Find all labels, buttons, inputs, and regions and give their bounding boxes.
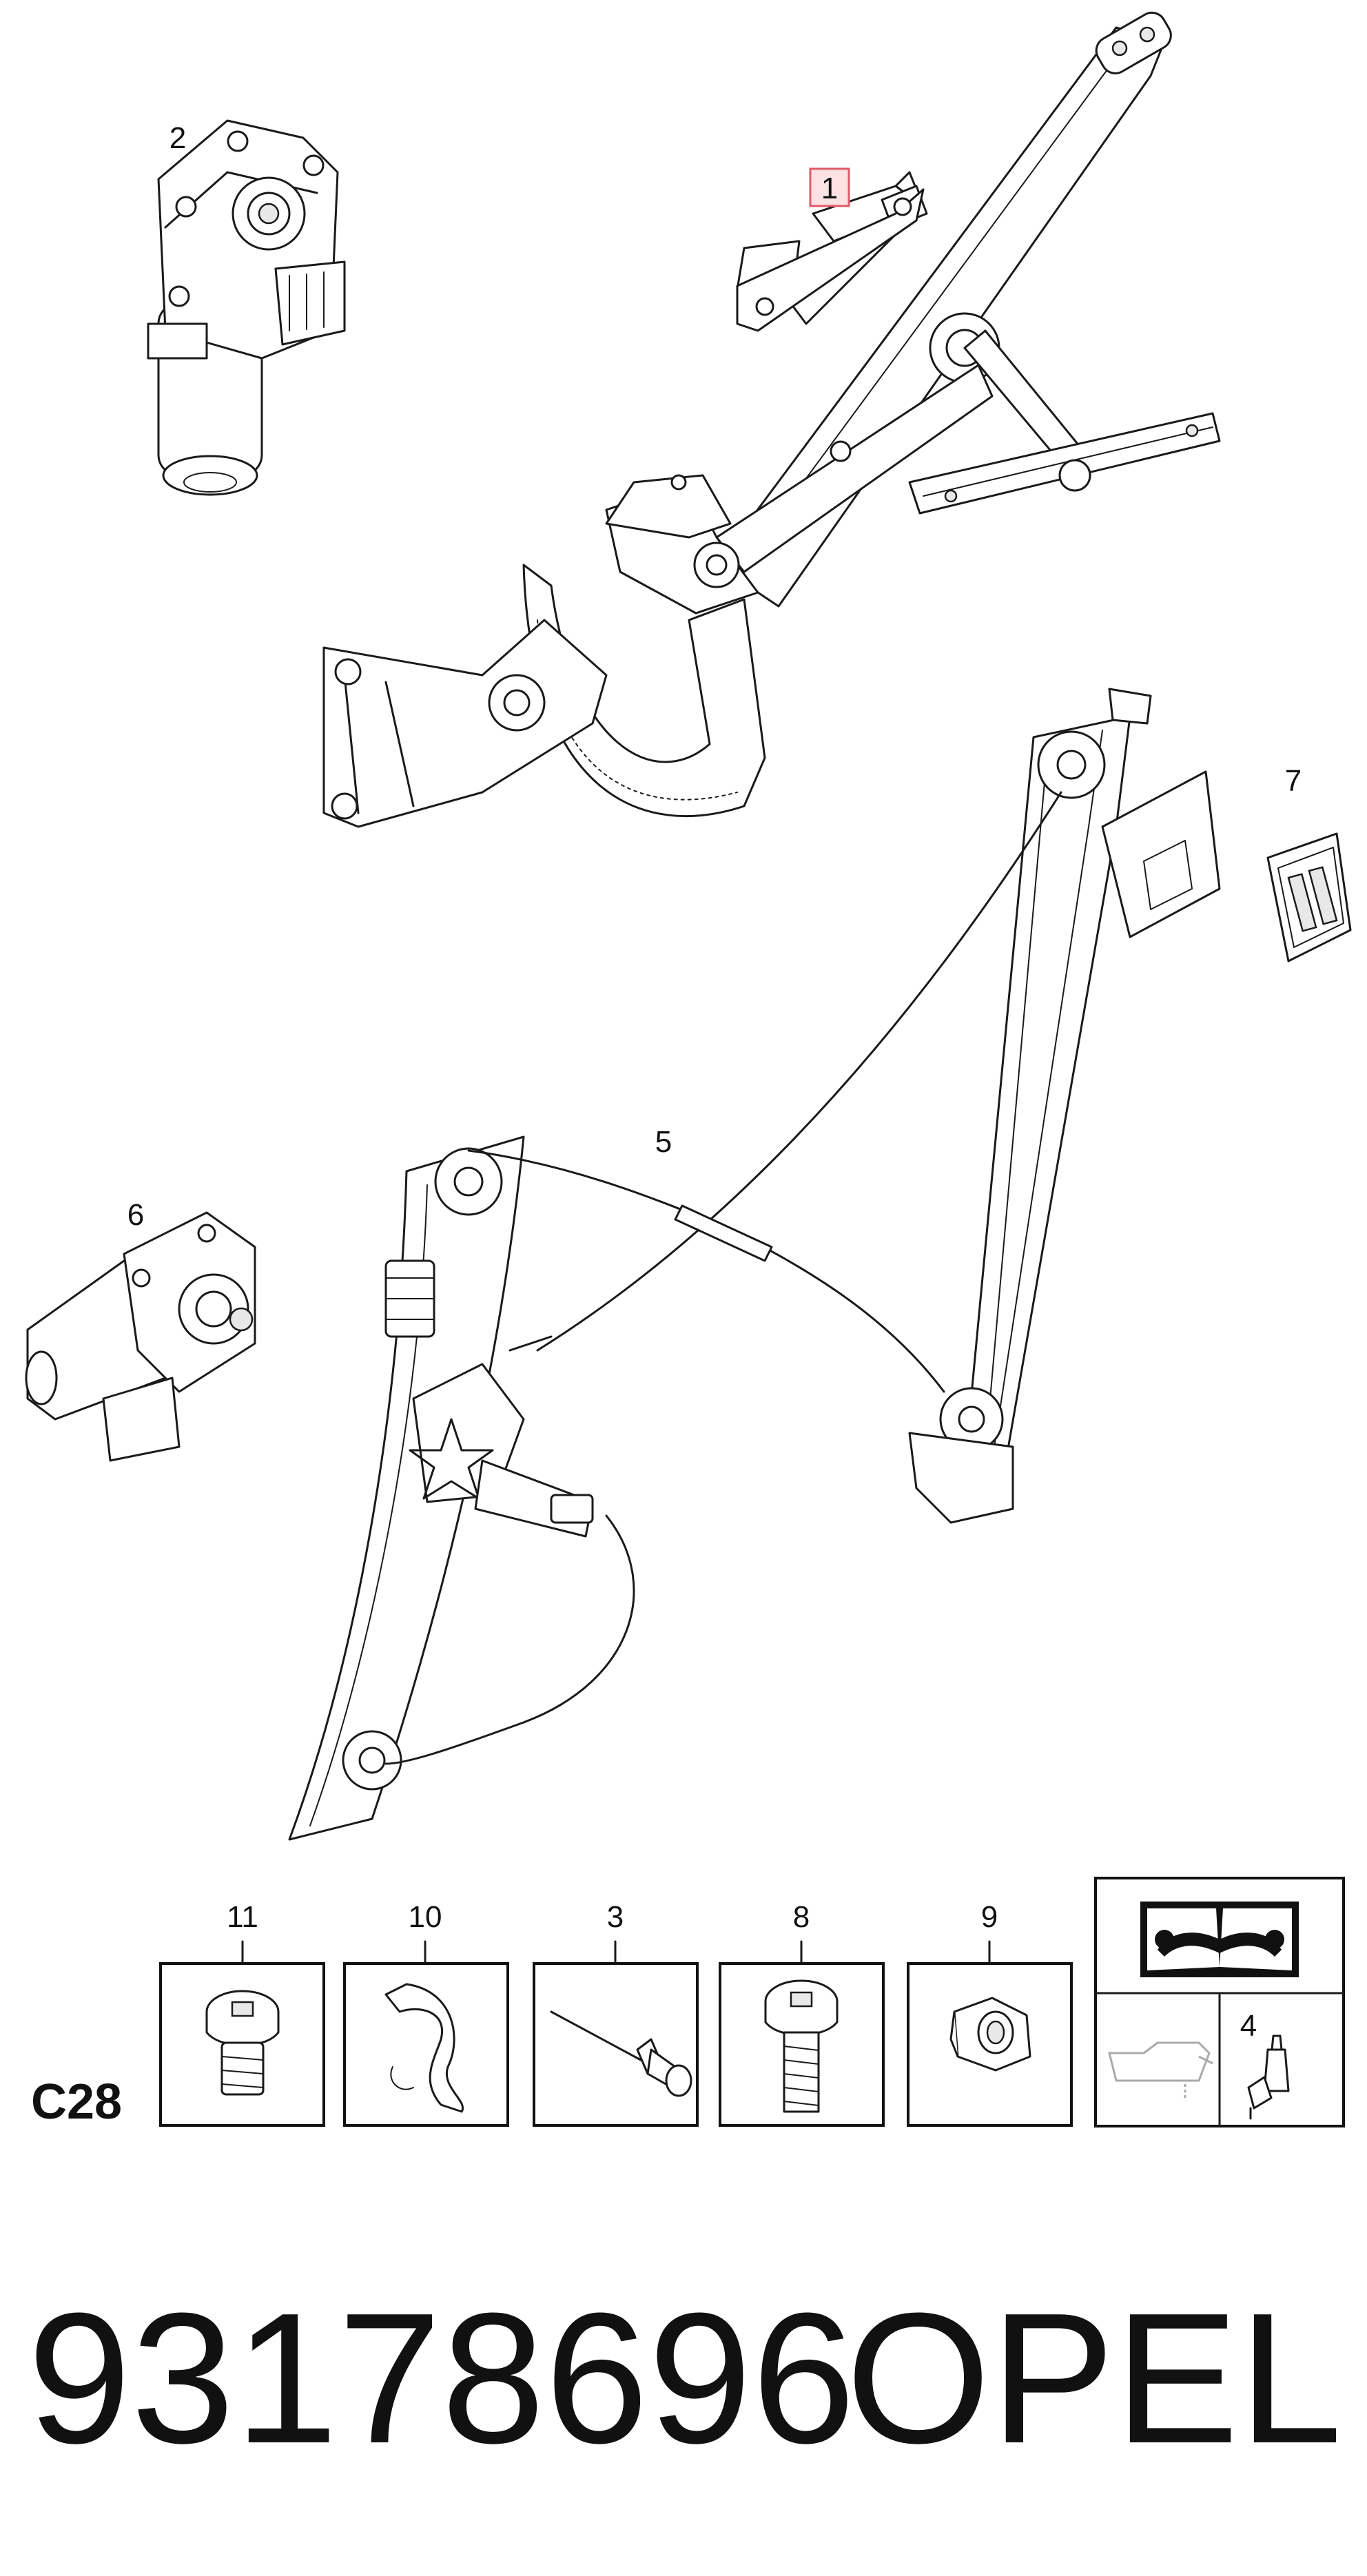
part-5-cable-regulator (288, 688, 1221, 1841)
part-6-motor (25, 1211, 256, 1462)
part-7-bracket (1266, 832, 1352, 962)
callout-7: 7 (1285, 764, 1302, 798)
callout-2: 2 (169, 121, 186, 155)
part-number: 93178696 (28, 2275, 855, 2482)
key-box-3 (533, 1962, 699, 2127)
part-2-motor (147, 119, 346, 496)
callout-11: 11 (227, 1900, 258, 1934)
callout-4: 4 (1240, 2009, 1257, 2043)
rivet-icon (550, 2010, 692, 2097)
oil-can-icon (1108, 2041, 1213, 2098)
callout-6: 6 (127, 1198, 144, 1232)
brand-name: OPEL (846, 2275, 1342, 2482)
wire-clip-icon (384, 1983, 464, 2113)
key-box-9 (907, 1962, 1073, 2127)
callout-5: 5 (655, 1125, 672, 1159)
nut-icon (949, 1997, 1031, 2072)
key-box-10 (343, 1962, 509, 2127)
screw-icon (205, 1990, 280, 2096)
section-code: C28 (31, 2074, 122, 2130)
part-1-regulator (322, 11, 1221, 828)
small-parts-key: 11 10 3 8 9 (159, 1877, 1345, 2127)
callout-3: 3 (607, 1900, 624, 1934)
long-screw-icon (764, 1979, 839, 2113)
grease-tube-icon (1247, 2034, 1290, 2120)
callout-10: 10 (409, 1900, 442, 1934)
callout-9: 9 (981, 1900, 998, 1934)
repair-manual-icon (1140, 1902, 1299, 1977)
callout-1: 1 (821, 172, 838, 205)
callout-8: 8 (793, 1900, 810, 1934)
callout-1-highlight (809, 167, 850, 207)
